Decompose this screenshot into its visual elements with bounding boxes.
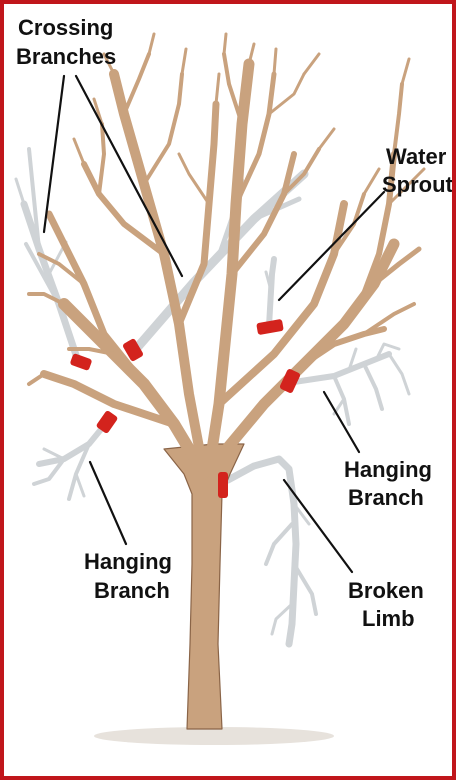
water-sprout: [266, 259, 274, 326]
tree-pruning-diagram: Crossing Branches Water Sprout Hanging B…: [4, 4, 456, 780]
broken-limb: [228, 459, 316, 644]
trunk: [164, 444, 244, 729]
label-broken-line1: Broken: [348, 578, 424, 603]
hanging-branch-left: [34, 422, 107, 499]
label-water-line2: Sprout: [382, 172, 454, 197]
cut-mark: [256, 319, 284, 335]
leader-line-hanging-left: [90, 462, 126, 544]
label-hanging-left-line2: Branch: [94, 578, 170, 603]
label-hanging-right-line1: Hanging: [344, 457, 432, 482]
label-hanging-left-line1: Hanging: [84, 549, 172, 574]
cut-mark: [70, 353, 93, 371]
ground-shadow: [94, 727, 334, 745]
cut-mark: [218, 472, 228, 498]
leader-line-crossing-left: [44, 76, 64, 232]
label-hanging-right-line2: Branch: [348, 485, 424, 510]
label-broken-line2: Limb: [362, 606, 415, 631]
label-crossing-line1: Crossing: [18, 15, 113, 40]
label-water-line1: Water: [386, 144, 447, 169]
label-crossing-line2: Branches: [16, 44, 116, 69]
